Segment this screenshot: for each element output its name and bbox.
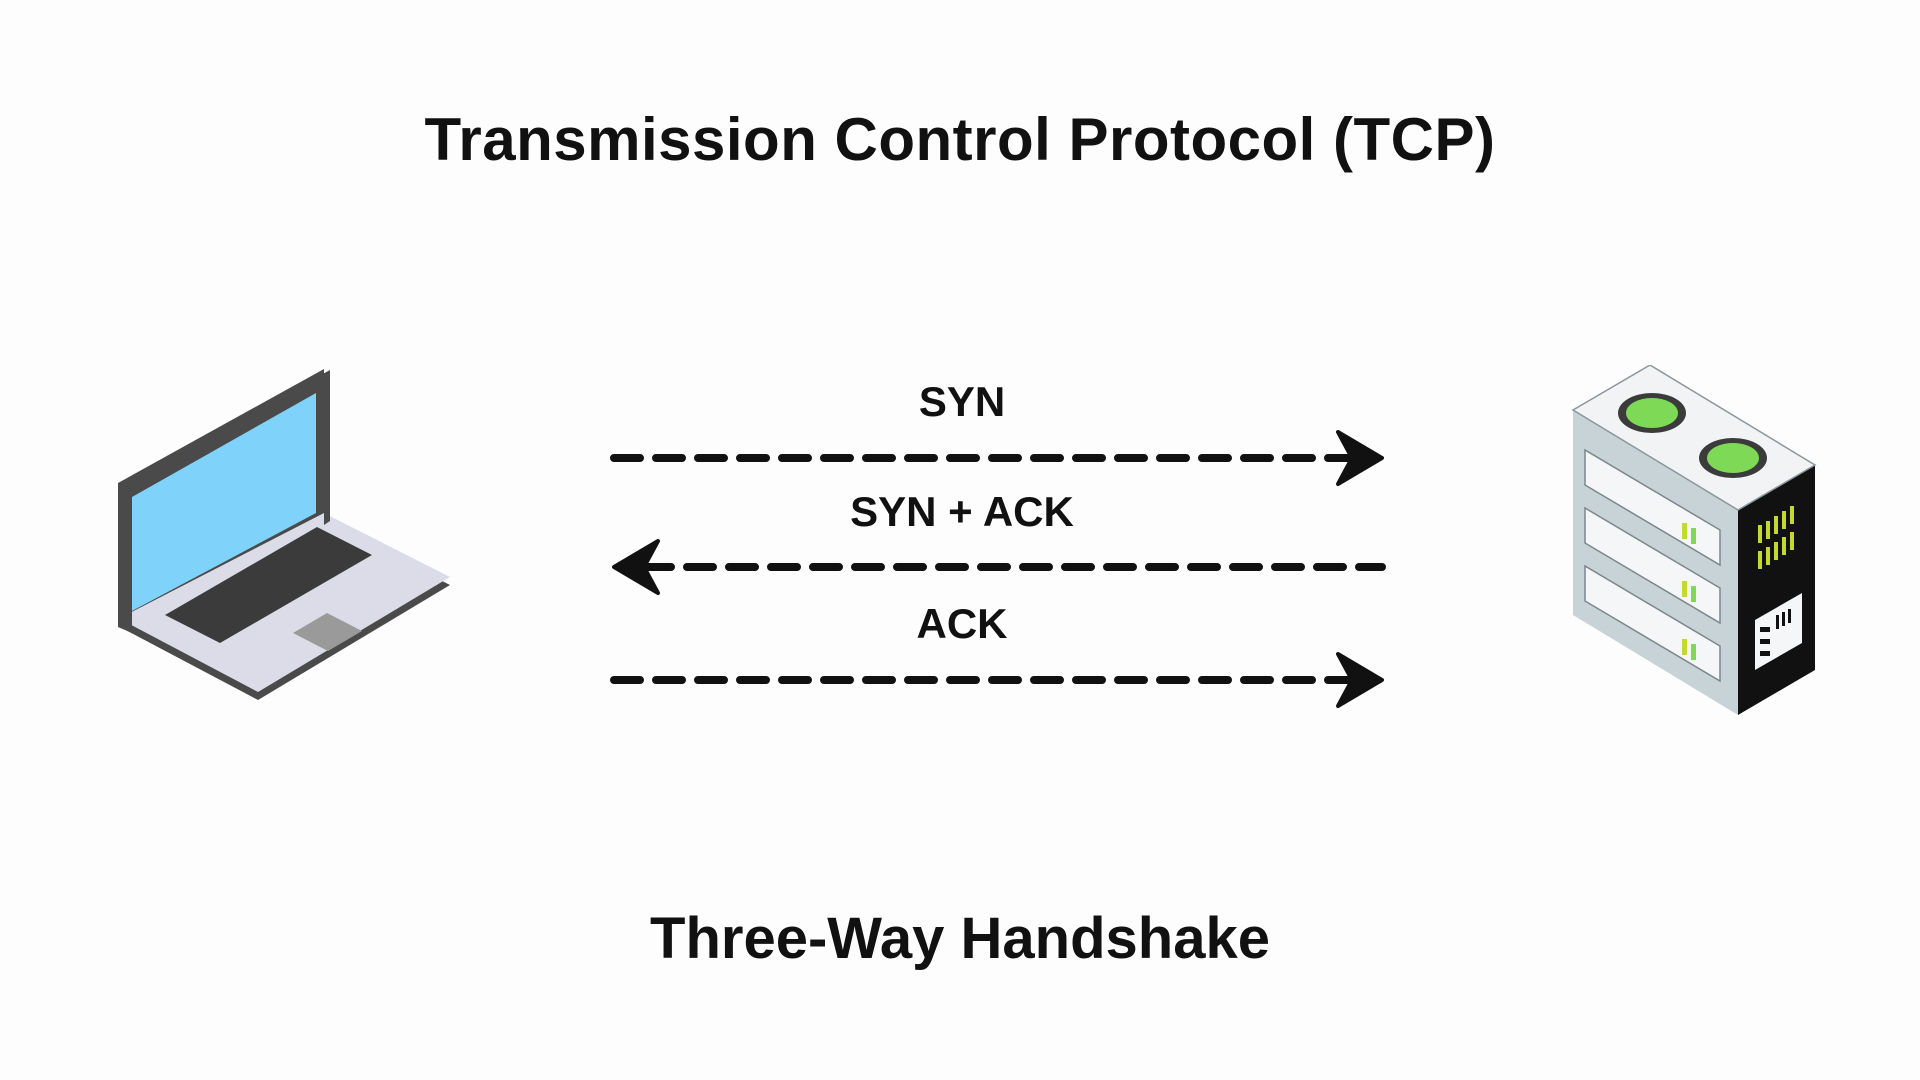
- status-light: [1682, 581, 1687, 597]
- diagram-title: Transmission Control Protocol (TCP): [424, 106, 1496, 173]
- laptop-screen: [132, 393, 316, 611]
- arrow-ack: [610, 652, 1384, 708]
- status-light: [1691, 644, 1696, 660]
- arrowhead-left: [612, 539, 660, 595]
- fan-icon: [1626, 398, 1678, 428]
- arrow-syn: [610, 430, 1384, 486]
- message-label-ack: ACK: [916, 600, 1008, 647]
- arrowhead-right: [1336, 430, 1384, 486]
- arrow-syn-ack: [612, 539, 1386, 595]
- ports: [1760, 609, 1791, 656]
- message-label-syn-ack: SYN + ACK: [850, 488, 1074, 535]
- status-light: [1682, 639, 1687, 655]
- side-vents: [1758, 506, 1794, 569]
- fan-icon: [1707, 443, 1759, 473]
- laptop-icon: [118, 369, 450, 700]
- status-light: [1691, 528, 1696, 544]
- server-icon: [1571, 365, 1817, 715]
- status-light: [1682, 523, 1687, 539]
- diagram-subtitle: Three-Way Handshake: [650, 906, 1270, 971]
- laptop-keyboard: [165, 527, 372, 643]
- status-light: [1691, 586, 1696, 602]
- message-label-syn: SYN: [918, 378, 1006, 425]
- arrowhead-right: [1336, 652, 1384, 708]
- laptop-trackpad: [293, 613, 362, 651]
